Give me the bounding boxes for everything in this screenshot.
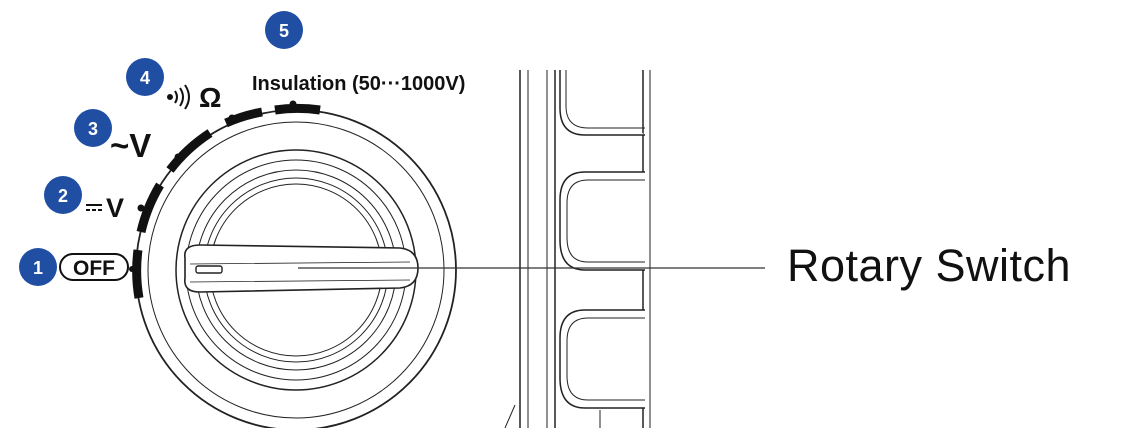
side-button-middle-inner [566,179,645,263]
position-dots [129,100,297,272]
badge-4: 4 [126,58,164,96]
insulation-label: Insulation (50···1000V) [252,73,465,95]
badge-3: 3 [74,109,112,147]
svg-text:1: 1 [33,258,43,278]
knob-ridge [189,261,411,283]
dial-scale [132,103,321,299]
dial-ring-2 [147,121,445,419]
badge-2: 2 [44,176,82,214]
svg-text:2: 2 [58,186,68,206]
side-button-bottom [559,309,645,409]
position-label-off: OFF [59,253,129,281]
svg-text:4: 4 [140,68,150,88]
side-button-top [559,70,645,136]
position-label-dcv: V [86,193,124,223]
side-buttons [559,70,645,409]
side-button-bottom-inner [566,317,645,401]
svg-text:3: 3 [88,119,98,139]
side-button-middle [559,171,645,271]
side-button-top-inner [565,70,645,129]
rotary-switch-callout-label: Rotary Switch [787,240,1072,291]
knob-indicator-mark [195,265,223,274]
continuity-icon [167,84,190,110]
dc-symbol-icon [86,204,102,211]
off-label: OFF [73,257,115,280]
badge-1: 1 [19,248,57,286]
dcv-label: V [106,193,124,223]
acv-label: ~V [110,127,151,164]
position-label-resistance: Ω [167,82,221,113]
numbered-badges: 1 2 3 4 5 [19,11,303,286]
badge-5: 5 [265,11,303,49]
ohm-label: Ω [199,82,221,113]
svg-text:5: 5 [279,21,289,41]
